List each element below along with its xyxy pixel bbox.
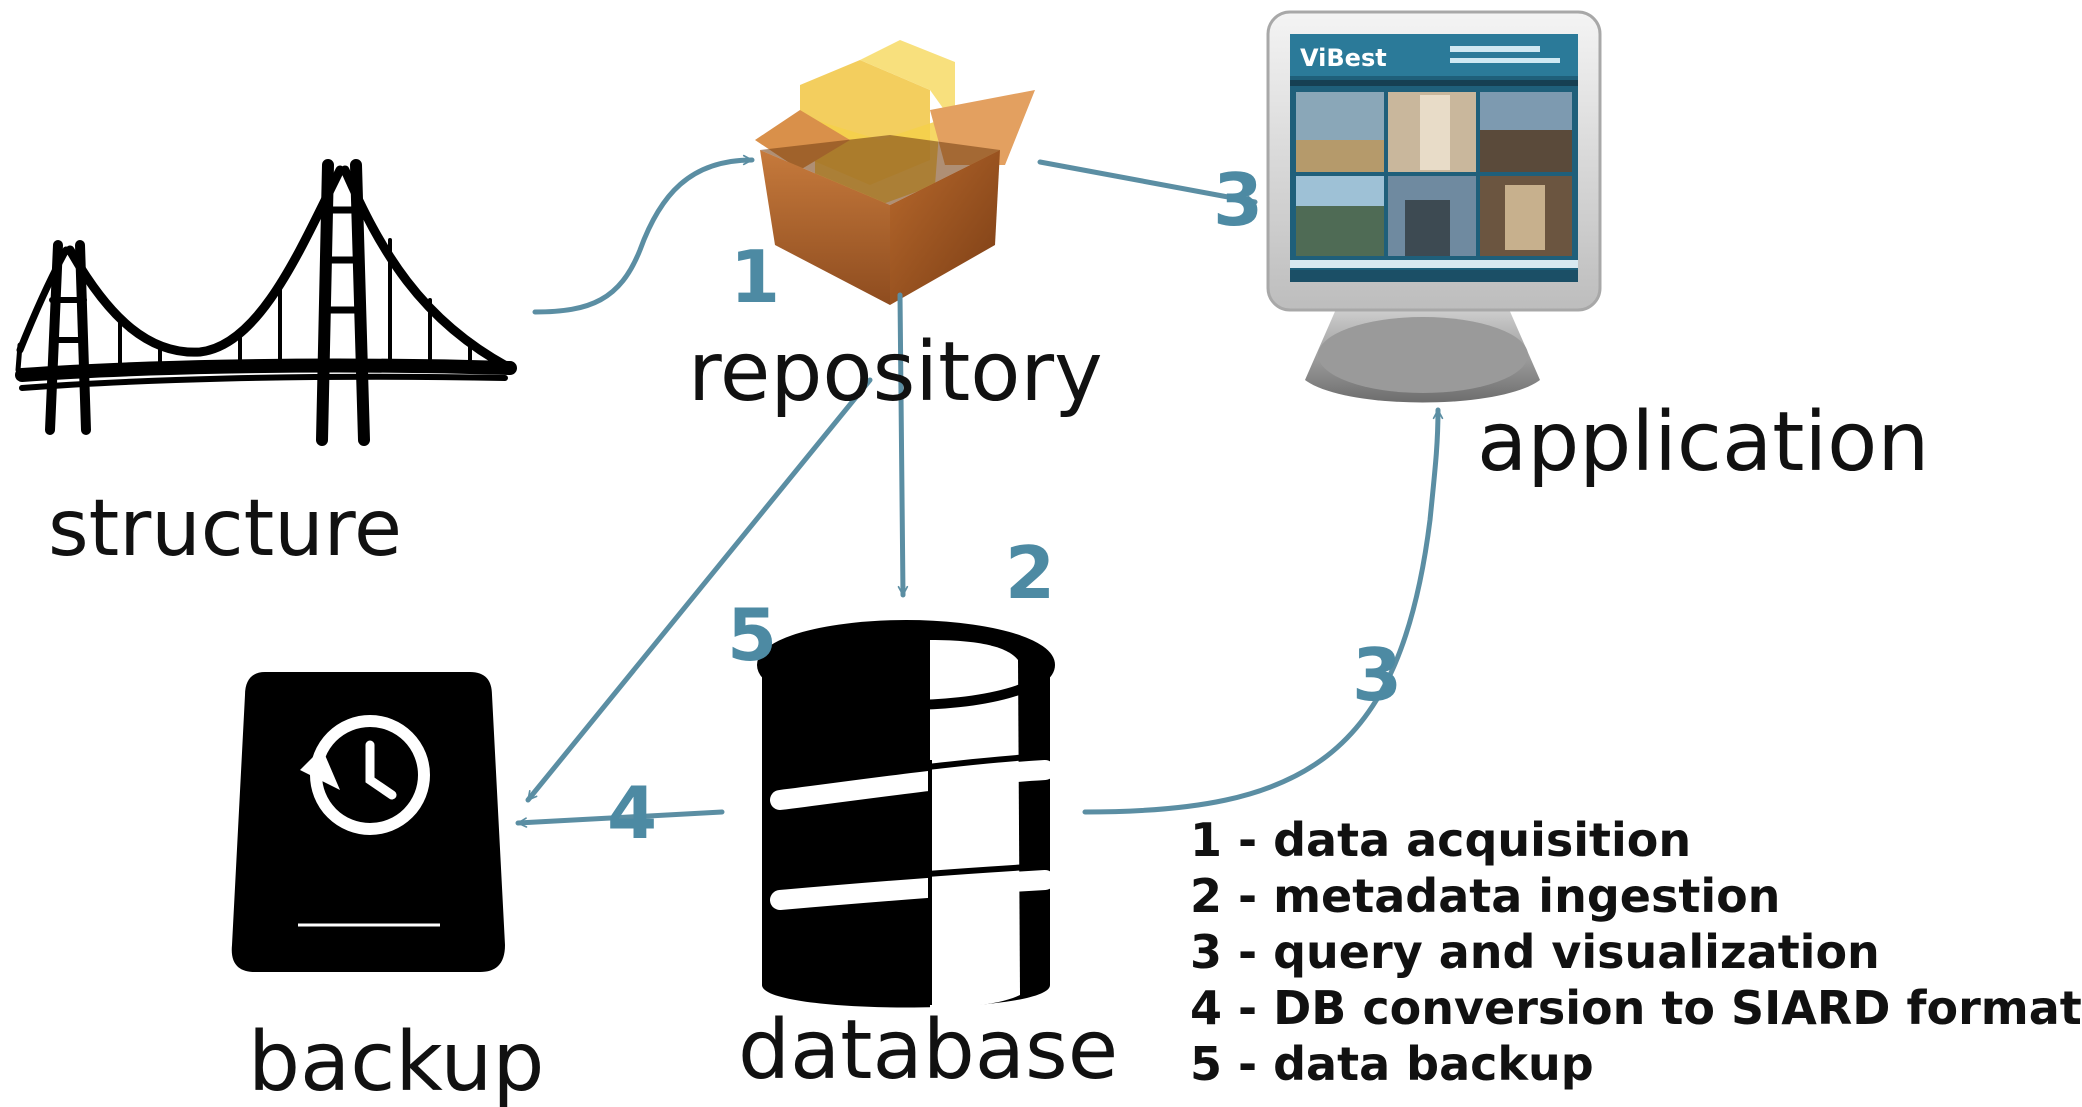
legend: 1 - data acquisition 2 - metadata ingest… [1190,812,2082,1092]
legend-item-3: 3 - query and visualization [1190,925,1880,979]
package-box-icon [755,40,1035,305]
diagram-svg: ViBest [15,10,1929,1107]
legend-item-5: 5 - data backup [1190,1037,1594,1091]
arrow-repository-to-backup [525,377,873,803]
step-4-number: 4 [607,771,657,855]
step-1-number: 1 [730,235,780,319]
structure-label: structure [48,484,402,574]
time-machine-icon [231,672,505,972]
step-3-number-bottom: 3 [1352,633,1402,717]
bridge-icon [15,159,517,446]
application-label: application [1477,395,1929,490]
legend-item-4: 4 - DB conversion to SIARD format [1190,981,2082,1035]
backup-label: backup [248,1015,544,1107]
step-3-number-top: 3 [1213,158,1263,242]
legend-item-2: 2 - metadata ingestion [1190,869,1781,923]
diagram-canvas: ViBest [15,10,2082,1107]
arrow-repository-to-database [897,292,903,598]
repository-label: repository [688,325,1103,420]
arrow-database-to-backup [515,809,725,823]
database-icon [757,620,1055,1008]
arrows [515,159,1438,823]
arrow-repository-to-application [1037,159,1258,202]
step-5-number: 5 [727,593,777,677]
database-label: database [738,1003,1118,1098]
step-2-number: 2 [1005,531,1055,615]
monitor-icon: ViBest [1266,10,1602,403]
arrow-structure-to-repository [532,160,755,315]
legend-item-1: 1 - data acquisition [1190,813,1692,867]
screen-logo: ViBest [1300,44,1387,72]
arrow-database-to-application [1082,407,1438,815]
